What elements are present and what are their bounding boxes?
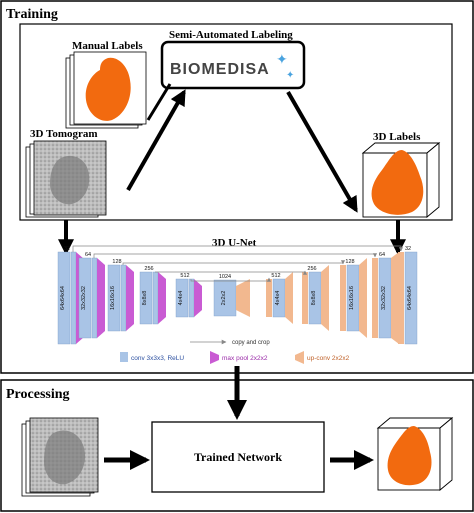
labeling-workflow-frame bbox=[19, 23, 453, 221]
semi-automated-title: Semi-Automated Labeling bbox=[169, 29, 293, 41]
encoder-size-0: 64x64x64 bbox=[60, 286, 66, 310]
grayscale-slice-stack-icon bbox=[50, 155, 90, 205]
upconv-0 bbox=[285, 272, 293, 324]
labels3d-title: 3D Labels bbox=[373, 131, 421, 143]
encoder-size-1: 32x32x32 bbox=[81, 286, 87, 310]
decoder-size-2: 16x16x16 bbox=[349, 286, 355, 310]
encoder-block-a-0 bbox=[57, 251, 71, 345]
encoder-block-a-4 bbox=[175, 278, 189, 318]
labels3d-cube bbox=[361, 142, 441, 218]
skip-connection-0 bbox=[72, 245, 404, 252]
decoder-block-4 bbox=[404, 251, 418, 345]
output-mesh-icon bbox=[387, 426, 432, 486]
encoder-channels-0: 32 bbox=[64, 246, 70, 252]
maxpool-2 bbox=[126, 265, 134, 331]
decoder-concat-2 bbox=[340, 265, 346, 331]
encoder-channels-1: 64 bbox=[85, 252, 91, 258]
decoder-channels-1: 256 bbox=[307, 266, 316, 272]
processing-tomogram-stack bbox=[21, 417, 99, 497]
encoder-block-a-2 bbox=[107, 264, 121, 332]
processing-section: Processing Trained Network bbox=[0, 379, 474, 512]
output-labels-cube bbox=[376, 417, 454, 491]
encoder-size-2: 16x16x16 bbox=[110, 286, 116, 310]
butterfly-icon-small: ✦ bbox=[286, 70, 294, 81]
decoder-channels-2: 128 bbox=[345, 259, 354, 265]
biomedisa-logo: BIOMEDISA bbox=[170, 61, 270, 78]
maxpool-1 bbox=[97, 258, 105, 338]
decoder-size-3: 32x32x32 bbox=[381, 286, 387, 310]
tomogram-stack bbox=[25, 140, 107, 218]
encoder-channels-4: 512 bbox=[180, 273, 189, 279]
arrow-biomedisa-to-labels bbox=[286, 91, 358, 213]
unet-title: 3D U-Net bbox=[212, 237, 257, 249]
arrow-biomedisa-to-manual bbox=[146, 83, 172, 121]
unet-legend: conv 3x3x3, ReLU max pool 2x2x2 up-conv … bbox=[120, 351, 350, 364]
encoder-block-b-4 bbox=[188, 278, 195, 318]
training-title: Training bbox=[6, 7, 58, 22]
trained-network-box bbox=[151, 421, 325, 493]
legend-upconv-swatch bbox=[295, 351, 304, 364]
arrow-tomogram-to-biomedisa bbox=[126, 89, 186, 191]
legend-conv-swatch bbox=[120, 352, 128, 362]
upconv-3 bbox=[391, 252, 399, 344]
decoder-concat-1 bbox=[302, 272, 308, 324]
encoder-block-b-3 bbox=[152, 271, 159, 325]
unet-diagram: 64x64x64 32 32x32x32 64 16x16x16 128 8x8x8 256 4… bbox=[57, 245, 418, 345]
skip-connection-3 bbox=[155, 270, 308, 275]
manual-labels-title: Manual Labels bbox=[72, 40, 143, 52]
encoder-channels-2: 128 bbox=[112, 259, 121, 265]
decoder-channels-0: 512 bbox=[271, 273, 280, 279]
bottleneck-channels: 1024 bbox=[219, 274, 231, 280]
legend-maxpool-swatch bbox=[210, 351, 219, 364]
maxpool-4 bbox=[194, 279, 202, 317]
encoder-block-b-0 bbox=[70, 251, 77, 345]
upconv-2 bbox=[359, 258, 367, 338]
decoder-size-1: 8x8x8 bbox=[311, 291, 317, 306]
encoder-block-b-2 bbox=[120, 264, 127, 332]
skip-connection-2 bbox=[122, 260, 346, 265]
trained-network-label: Trained Network bbox=[194, 450, 282, 464]
decoder-size-4: 64x64x64 bbox=[407, 286, 413, 310]
encoder-block-a-3 bbox=[139, 271, 153, 325]
training-section: Training Manual Labels Semi-Automated La… bbox=[0, 0, 474, 374]
bottleneck-size: 2x2x2 bbox=[221, 291, 227, 306]
decoder-channels-4: 32 bbox=[405, 246, 411, 252]
legend-maxpool-label: max pool 2x2x2 bbox=[222, 355, 268, 362]
biomedisa-logo-box bbox=[160, 40, 306, 90]
manual-labels-stack bbox=[65, 51, 147, 129]
processing-title: Processing bbox=[6, 387, 70, 402]
decoder-concat-0 bbox=[266, 279, 272, 317]
encoder-block-a-1 bbox=[78, 257, 92, 339]
maxpool-3 bbox=[158, 272, 166, 324]
encoder-channels-3: 256 bbox=[144, 266, 153, 272]
decoder-concat-3 bbox=[372, 258, 378, 338]
skip-connection-4 bbox=[190, 277, 272, 282]
upconv-1 bbox=[321, 265, 329, 331]
legend-upconv-label: up-conv 2x2x2 bbox=[307, 355, 350, 362]
upconv-bottleneck bbox=[236, 279, 250, 317]
decoder-concat-4 bbox=[398, 252, 404, 344]
legend-conv-label: conv 3x3x3, ReLU bbox=[131, 355, 184, 362]
encoder-size-3: 8x8x8 bbox=[142, 291, 148, 306]
orange-3d-mesh-icon bbox=[371, 150, 424, 215]
butterfly-icon: ✦ bbox=[276, 53, 288, 68]
orange-label-slice-icon bbox=[85, 57, 131, 121]
tomogram-title: 3D Tomogram bbox=[30, 128, 98, 140]
processing-slice-icon bbox=[44, 430, 86, 485]
encoder-size-4: 4x4x4 bbox=[178, 291, 184, 306]
decoder-size-0: 4x4x4 bbox=[275, 291, 281, 306]
skip-connection-1 bbox=[93, 253, 378, 258]
copy-crop-label: copy and crop bbox=[232, 340, 270, 346]
encoder-block-b-1 bbox=[91, 257, 98, 339]
decoder-channels-3: 64 bbox=[379, 252, 385, 258]
